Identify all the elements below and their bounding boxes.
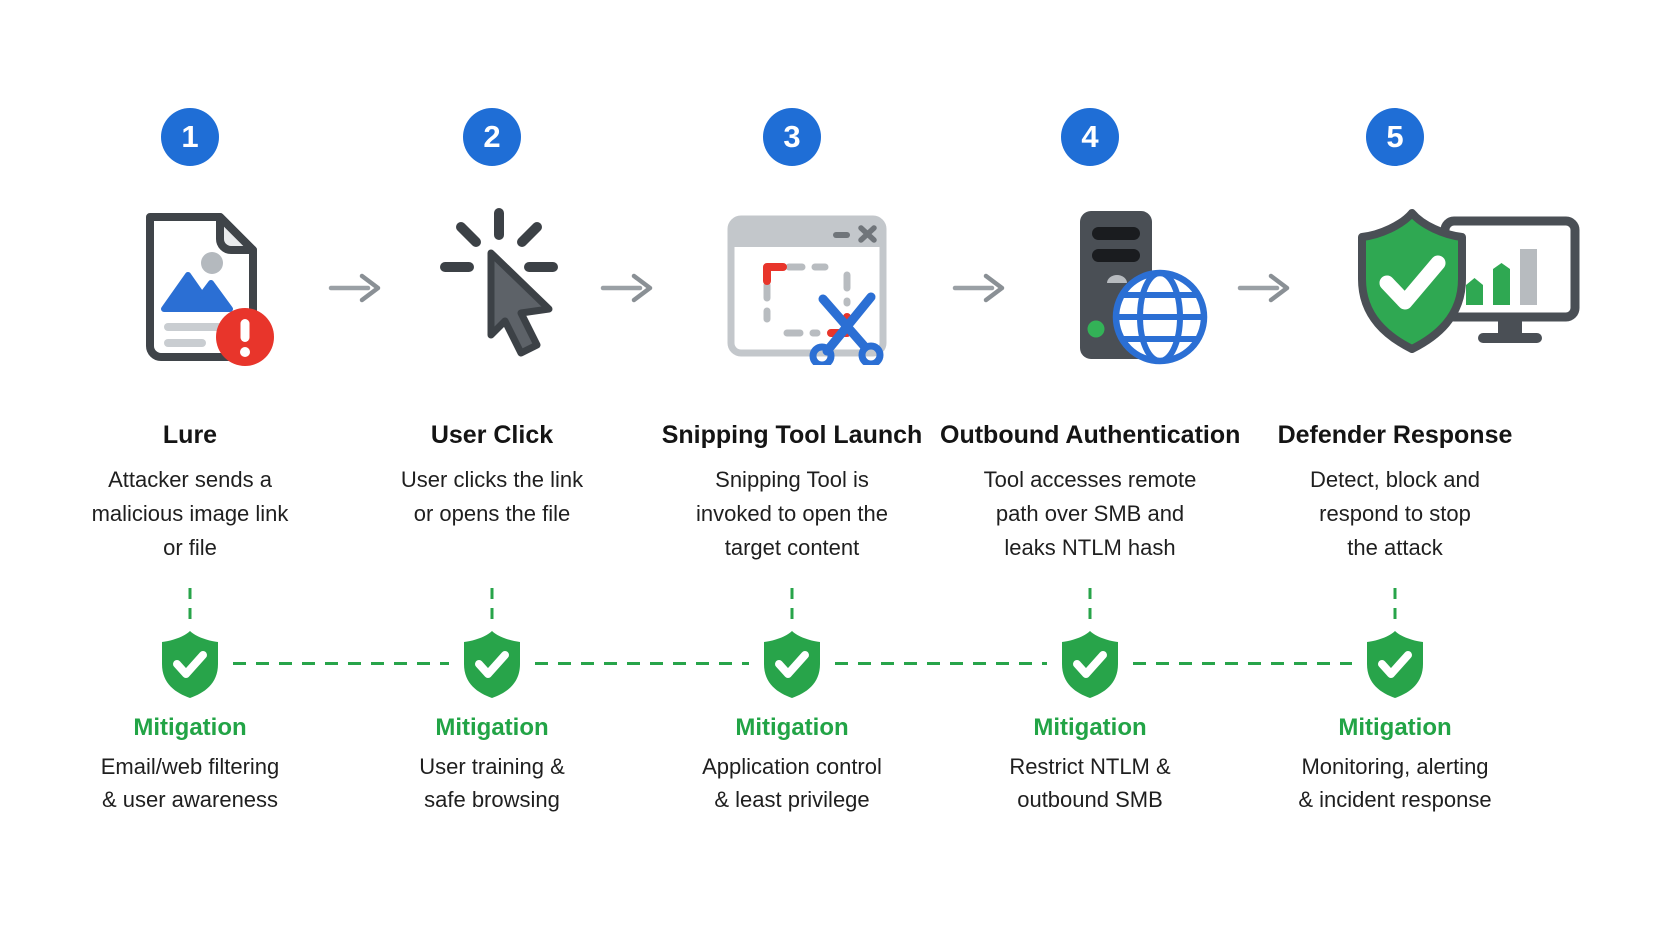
mitigation-shield-icon xyxy=(1360,628,1430,705)
description-line: leaks NTLM hash xyxy=(1004,535,1176,560)
step-number-badge: 2 xyxy=(463,108,521,166)
mitigation-description: Application control & least privilege xyxy=(642,750,942,816)
description-line: the attack xyxy=(1347,535,1443,560)
mitigation-dashed-link xyxy=(233,662,449,665)
step-number: 1 xyxy=(181,119,199,154)
mitigation-shield-icon xyxy=(155,628,225,705)
flow-arrow-icon xyxy=(328,271,384,310)
mitigation-description: Restrict NTLM & outbound SMB xyxy=(940,750,1240,816)
mitigation-shield-icon xyxy=(457,628,527,705)
step-number-badge: 5 xyxy=(1366,108,1424,166)
description-line: Snipping Tool is xyxy=(715,467,869,492)
mitigation-connector-line xyxy=(490,588,494,624)
description-line: path over SMB and xyxy=(995,501,1185,526)
mitigation-connector-line xyxy=(790,588,794,624)
mitigation-connector-line xyxy=(188,588,192,624)
mitigation-shield-icon xyxy=(757,628,827,705)
mitigation-label: Mitigation xyxy=(435,714,549,741)
step-title: Snipping Tool Launch xyxy=(661,421,923,449)
mitigation-line: safe browsing xyxy=(424,787,560,812)
step-column-outbound-auth: 4 Outbound Authentication Tool accesses … xyxy=(940,0,1241,812)
mitigation-connector-line xyxy=(1393,588,1397,624)
mitigation-connector-line xyxy=(1088,588,1092,624)
description-line: Tool accesses remote xyxy=(983,467,1197,492)
description-line: Attacker sends a xyxy=(108,467,272,492)
mitigation-dashed-link xyxy=(835,662,1047,665)
step-description: Attacker sends a malicious image link or… xyxy=(40,463,340,565)
snipping-tool-window-icon xyxy=(662,200,962,370)
mitigation-label: Mitigation xyxy=(735,714,849,741)
step-number-badge: 1 xyxy=(161,108,219,166)
step-title: Lure xyxy=(162,421,218,449)
mitigation-shield-icon xyxy=(1055,628,1125,705)
step-description: User clicks the link or opens the file xyxy=(342,463,642,531)
description-line: Detect, block and xyxy=(1310,467,1480,492)
step-column-defender-response: 5 Defender Response Detect, block and re… xyxy=(1245,0,1579,812)
step-description: Tool accesses remote path over SMB and l… xyxy=(940,463,1240,565)
step-title: Outbound Authentication xyxy=(940,421,1241,449)
step-column-user-click: 2 User Click User clicks the link or ope… xyxy=(342,0,642,812)
defender-shield-monitor-icon xyxy=(1317,200,1617,370)
mitigation-description: User training & safe browsing xyxy=(342,750,642,816)
description-line: invoked to open the xyxy=(695,501,889,526)
description-line: respond to stop xyxy=(1319,501,1471,526)
server-globe-icon xyxy=(980,200,1280,370)
mitigation-line: & incident response xyxy=(1298,787,1492,812)
mitigation-line: outbound SMB xyxy=(1017,787,1163,812)
step-title: Defender Response xyxy=(1277,421,1513,449)
mitigation-label: Mitigation xyxy=(1338,714,1452,741)
flow-arrow-icon xyxy=(600,271,656,310)
mitigation-dashed-link xyxy=(535,662,749,665)
mitigation-line: Monitoring, alerting xyxy=(1301,754,1489,779)
mitigation-line: & user awareness xyxy=(101,787,279,812)
step-description: Snipping Tool is invoked to open the tar… xyxy=(642,463,942,565)
mitigation-line: User training & xyxy=(419,754,565,779)
mitigation-line: Application control xyxy=(702,754,882,779)
mitigation-label: Mitigation xyxy=(133,714,247,741)
mitigation-line: & least privilege xyxy=(714,787,870,812)
step-description: Detect, block and respond to stop the at… xyxy=(1245,463,1545,565)
description-line: User clicks the link xyxy=(400,467,584,492)
step-column-lure: 1 Lure Attacker sends a malicious image … xyxy=(40,0,340,812)
step-title: User Click xyxy=(430,421,554,449)
flow-arrow-icon xyxy=(1237,271,1293,310)
step-number: 2 xyxy=(483,119,501,154)
mitigation-line: Email/web filtering xyxy=(100,754,280,779)
mitigation-description: Email/web filtering & user awareness xyxy=(40,750,340,816)
flow-arrow-icon xyxy=(952,271,1008,310)
step-number: 4 xyxy=(1081,119,1099,154)
mitigation-line: Restrict NTLM & xyxy=(1009,754,1171,779)
malicious-image-file-icon xyxy=(52,200,352,370)
description-line: or opens the file xyxy=(413,501,571,526)
description-line: or file xyxy=(163,535,217,560)
description-line: target content xyxy=(724,535,860,560)
mitigation-dashed-link xyxy=(1133,662,1352,665)
mitigation-description: Monitoring, alerting & incident response xyxy=(1245,750,1545,816)
step-number: 3 xyxy=(783,119,801,154)
step-column-snipping-tool: 3 xyxy=(642,0,942,812)
mitigation-label: Mitigation xyxy=(1033,714,1147,741)
step-number-badge: 3 xyxy=(763,108,821,166)
step-number-badge: 4 xyxy=(1061,108,1119,166)
step-number: 5 xyxy=(1386,119,1404,154)
cursor-click-icon xyxy=(356,200,656,370)
description-line: malicious image link xyxy=(91,501,289,526)
